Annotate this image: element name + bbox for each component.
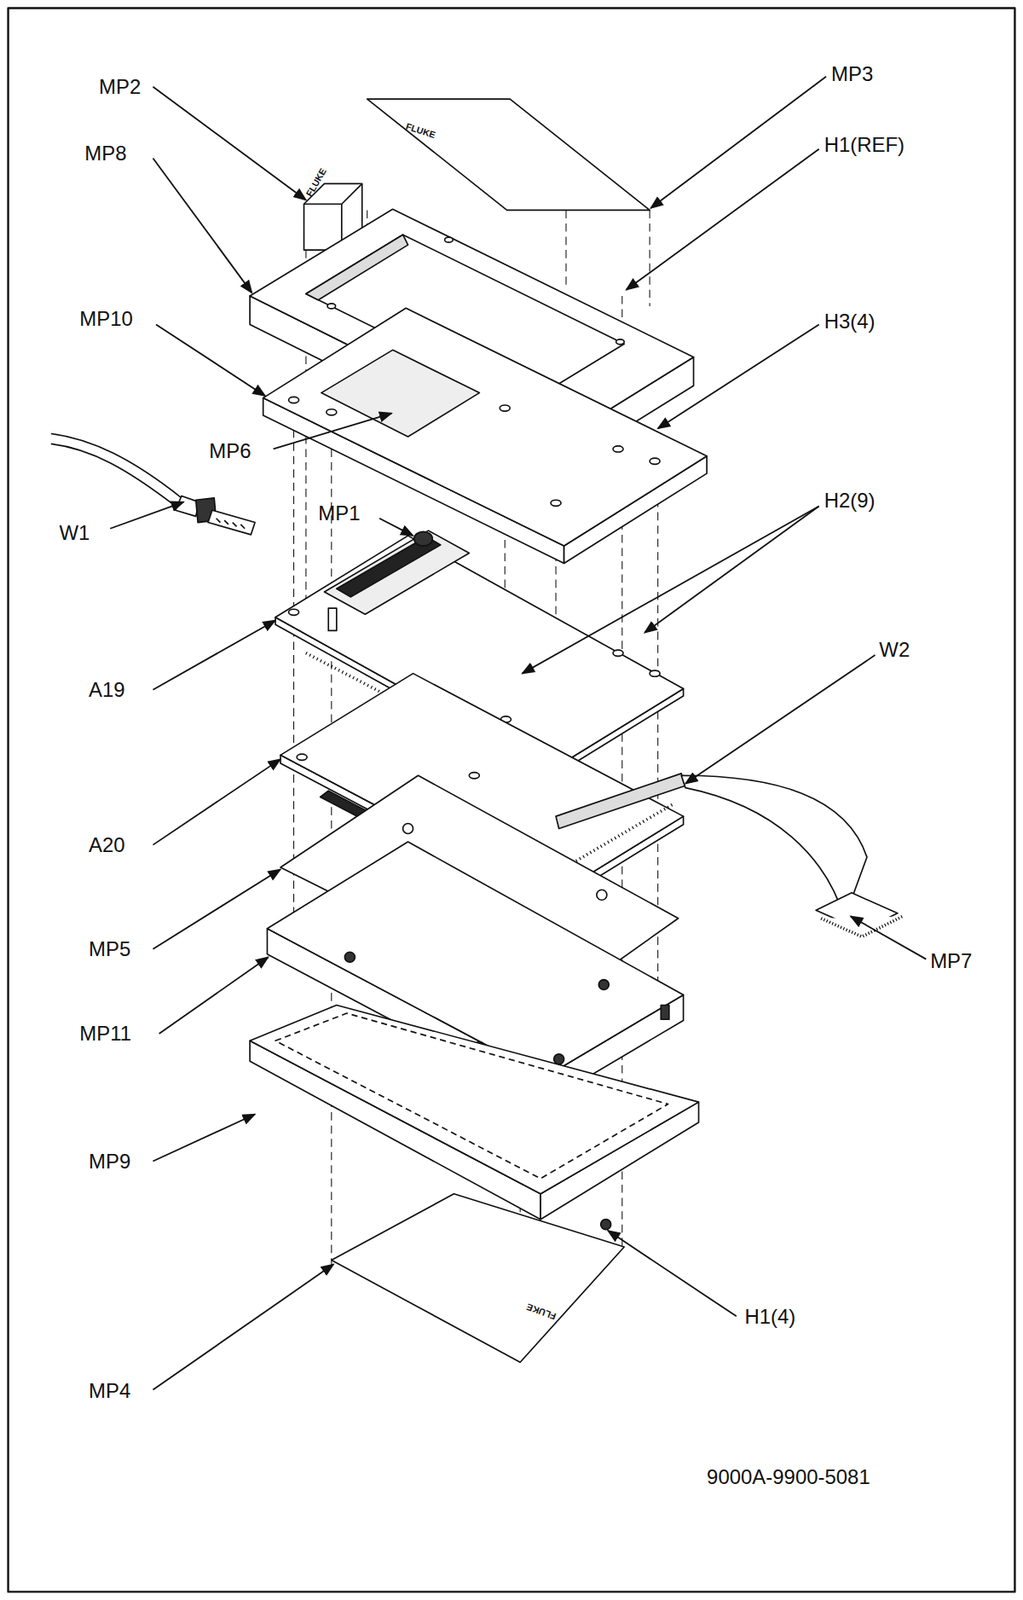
alignment-lines — [649, 209, 651, 306]
bottom-case — [249, 1004, 699, 1229]
part-label: A19 — [88, 679, 126, 700]
part-label: MP8 — [84, 142, 127, 163]
top-cover — [445, 236, 454, 243]
top-cover — [306, 234, 409, 301]
part-label: W1 — [58, 522, 90, 544]
figure-number: 9000A-9900-5081 — [706, 1465, 871, 1486]
inner-tray — [660, 1004, 670, 1019]
leader-lines — [109, 76, 926, 1390]
leader-lines — [379, 518, 413, 536]
part-label: H1(4) — [744, 1305, 796, 1326]
shield-plate — [263, 307, 707, 563]
alignment-lines — [565, 209, 567, 286]
shield-plate — [288, 396, 300, 403]
bottom-case — [249, 1004, 699, 1193]
circuit-board — [612, 649, 624, 656]
leader-lines — [152, 157, 252, 293]
part-label: MP10 — [79, 307, 133, 329]
leader-lines — [685, 654, 876, 784]
cable — [51, 443, 176, 506]
leader-lines — [522, 505, 820, 673]
shield-plate — [321, 349, 480, 437]
cable — [216, 518, 245, 529]
leader-lines — [650, 76, 827, 209]
top-cover — [327, 303, 336, 309]
part-label: MP4 — [88, 1380, 131, 1401]
leader-lines — [152, 619, 276, 689]
shield-plate — [649, 457, 660, 464]
circuit-board — [328, 607, 337, 630]
leader-lines — [644, 505, 820, 632]
circuit-board — [296, 753, 307, 760]
part-label: MP3 — [831, 63, 873, 84]
leader-lines — [152, 868, 281, 948]
shield-plate — [326, 409, 337, 416]
circuit-board — [468, 772, 480, 779]
cable — [208, 509, 255, 535]
part-label: MP2 — [98, 76, 141, 98]
part-label: A20 — [88, 834, 126, 856]
shield-plate — [263, 307, 707, 546]
leader-lines — [626, 149, 820, 290]
alignment-lines — [293, 403, 295, 919]
leader-lines — [850, 915, 927, 959]
leader-lines — [273, 413, 393, 450]
circuit-board — [649, 670, 660, 677]
part-label: MP7 — [930, 950, 972, 971]
leader-lines — [152, 86, 306, 201]
part-label: H1(REF) — [824, 134, 905, 156]
top-cover — [616, 339, 625, 345]
leader-lines — [152, 758, 281, 844]
leader-lines — [152, 1113, 255, 1161]
shield-plate — [499, 404, 510, 411]
inner-tray — [554, 1053, 565, 1064]
cable — [51, 433, 255, 534]
leader-lines — [607, 1230, 737, 1316]
label-sheet — [367, 98, 650, 210]
part-label: H3(4) — [824, 311, 876, 332]
circuit-board — [414, 531, 434, 546]
leader-lines — [152, 1263, 334, 1389]
label-sheet — [331, 1193, 625, 1362]
shield-plate — [612, 445, 624, 452]
page-frame — [8, 8, 1016, 1592]
inner-tray — [344, 951, 355, 962]
label-sheet — [367, 98, 650, 210]
part-label: MP6 — [208, 440, 251, 462]
insulator-sheet — [596, 889, 607, 900]
bottom-case — [601, 1219, 612, 1230]
circuit-board — [323, 530, 469, 614]
part-label: MP11 — [79, 1023, 132, 1044]
circuit-board — [288, 608, 300, 615]
bottom-case — [275, 1012, 669, 1179]
cable — [175, 495, 200, 516]
leader-lines — [109, 502, 184, 529]
part-label: W2 — [878, 639, 910, 660]
leader-lines — [156, 323, 266, 396]
part-label: MP5 — [88, 938, 131, 960]
leader-lines — [159, 956, 269, 1034]
insulator-sheet — [403, 823, 414, 834]
circuit-board — [555, 773, 686, 829]
shield-plate — [550, 499, 561, 506]
leader-lines — [658, 323, 820, 428]
circuit-board — [681, 774, 867, 918]
label-sheet — [331, 1193, 625, 1362]
part-label: H2(9) — [824, 489, 876, 510]
inner-tray — [598, 979, 609, 990]
part-label: MP1 — [317, 502, 360, 524]
circuit-board — [820, 915, 903, 937]
part-label: MP9 — [88, 1150, 131, 1172]
